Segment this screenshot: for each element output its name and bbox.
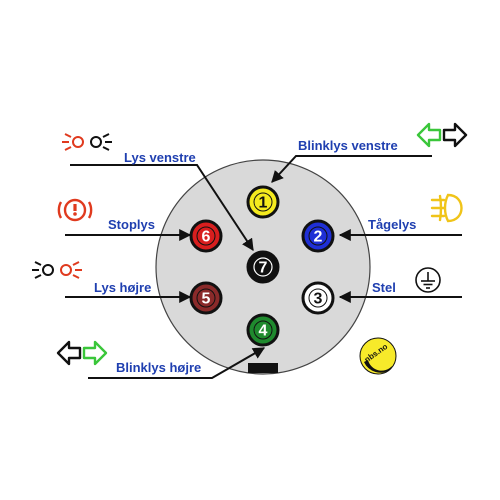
label-blinklys-venstre: Blinklys venstre	[298, 138, 398, 153]
ground-icon	[415, 267, 441, 293]
label-lys-hojre: Lys højre	[94, 280, 151, 295]
label-stel: Stel	[372, 280, 396, 295]
pin-5-number: 5	[202, 291, 211, 308]
pin-4-number: 4	[259, 323, 268, 340]
label-tagelys: Tågelys	[368, 217, 416, 232]
parking-light-icon	[32, 261, 82, 279]
leader-blinklys-venstre	[271, 155, 432, 183]
pin-4: 4	[246, 313, 280, 347]
label-blinklys-hojre: Blinklys højre	[116, 360, 201, 375]
label-lys-venstre: Lys venstre	[124, 150, 196, 165]
turn-signal-icon	[56, 340, 108, 366]
logo-badge: nbs.no	[359, 337, 397, 375]
turn-signal-icon	[416, 122, 468, 148]
pin-1: 1	[246, 185, 280, 219]
pin-7-number: 7	[259, 260, 268, 277]
pin-2-number: 2	[314, 229, 323, 246]
pin-1-number: 1	[259, 195, 268, 212]
pin-3: 3	[301, 281, 335, 315]
plug-key-notch	[248, 363, 278, 373]
leader-lys-venstre	[70, 164, 254, 252]
fog-light-icon	[430, 193, 463, 223]
pin-2: 2	[301, 219, 335, 253]
pin-7: 7	[246, 250, 280, 284]
pin-6: 6	[189, 219, 223, 253]
pin-5: 5	[189, 281, 223, 315]
label-stoplys: Stoplys	[108, 217, 155, 232]
parking-light-icon	[62, 133, 112, 151]
pin-3-number: 3	[314, 291, 323, 308]
leader-blinklys-hojre	[88, 347, 266, 379]
brake-light-icon	[57, 198, 93, 222]
pin-6-number: 6	[202, 229, 211, 246]
